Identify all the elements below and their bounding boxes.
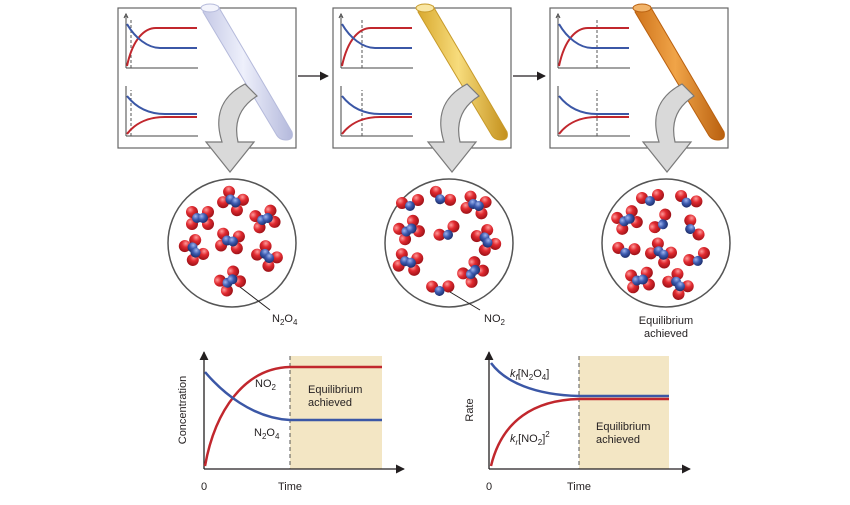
no2-molecule — [396, 194, 424, 211]
equilibrium-label-line1: Equilibrium — [596, 421, 650, 433]
n2o4-curve-label: N2O4 — [254, 427, 280, 441]
mini-graph-rate-1 — [125, 86, 198, 137]
forward-rate-label: kf[N2O4] — [510, 368, 549, 382]
no2-molecule — [429, 185, 457, 206]
molecule-view-initial: N2O4 — [167, 178, 298, 327]
n2o4-molecule — [217, 185, 249, 217]
n2o4-molecule — [460, 190, 492, 220]
no2-molecule — [684, 214, 705, 241]
reverse-rate-curve — [489, 397, 669, 467]
equilibrium-label-line2: achieved — [308, 397, 352, 409]
rate-graph: kf[N2O4] kr[NO2]2 Equilibrium achieved R… — [464, 351, 691, 493]
y-axis-label: Rate — [464, 398, 476, 421]
zoom-arrow-3 — [641, 83, 695, 173]
equilibrium-caption-line2: achieved — [644, 328, 688, 340]
molecule-view-mixed: NO2 — [384, 178, 514, 327]
n2o4-molecule — [393, 214, 425, 246]
n2o4-pointer — [239, 286, 271, 311]
test-tube-orange — [632, 3, 725, 141]
zoom-arrow-2 — [426, 83, 480, 173]
no2-curve — [203, 365, 382, 467]
concentration-graph: NO2 N2O4 Equilibrium achieved Concentrat… — [177, 351, 405, 493]
mini-graph-rate-2 — [340, 86, 413, 137]
n2o4-molecule — [625, 266, 655, 294]
no2-molecule — [683, 247, 710, 267]
no2-molecule — [675, 190, 703, 208]
n2o4-molecule — [611, 205, 643, 235]
n2o4-curve — [204, 371, 382, 422]
equilibrium-caption-line1: Equilibrium — [639, 315, 693, 327]
molecule-view-equilibrium: Equilibrium achieved — [601, 178, 731, 340]
equilibrium-label-line2: achieved — [596, 434, 640, 446]
origin-tick: 0 — [201, 481, 207, 493]
n2o4-molecule — [470, 224, 502, 256]
panel-initial — [117, 3, 297, 149]
no2-molecule — [636, 189, 664, 206]
equilibrium-label-line1: Equilibrium — [308, 384, 362, 396]
n2o4-molecule — [249, 204, 281, 234]
no2-pointer — [449, 291, 481, 311]
mini-graph-concentration-2 — [338, 12, 413, 69]
no2-label: NO2 — [484, 313, 506, 327]
n2o4-molecule — [645, 237, 677, 269]
test-tube-yellow — [415, 3, 508, 141]
mini-graph-rate-3 — [557, 86, 630, 137]
no2-molecule — [433, 220, 460, 241]
test-tube-colorless — [200, 3, 293, 141]
mini-graph-concentration-3 — [555, 12, 630, 69]
n2o4-molecule — [214, 265, 246, 297]
equilibrium-region — [579, 356, 669, 469]
equilibrium-region — [290, 356, 382, 469]
n2o4-molecule — [215, 227, 245, 255]
x-axis-label: Time — [278, 481, 302, 493]
y-axis-label: Concentration — [177, 376, 189, 445]
no2-molecule — [648, 208, 672, 234]
zoom-arrow-1 — [204, 83, 258, 173]
n2o4-molecule — [662, 268, 694, 300]
reverse-rate-label: kr[NO2]2 — [510, 430, 550, 447]
n2o4-molecules — [178, 185, 283, 297]
no2-molecule — [426, 280, 455, 296]
forward-rate-curve — [489, 362, 669, 398]
x-axis-label: Time — [567, 481, 591, 493]
n2o4-molecule — [178, 234, 210, 266]
no2-molecule — [612, 241, 641, 258]
panel-equilibrium — [549, 3, 729, 149]
n2o4-molecule — [392, 248, 424, 276]
n2o4-label: N2O4 — [272, 313, 298, 327]
n2o4-molecule — [251, 240, 283, 272]
n2o4-molecule — [457, 256, 489, 288]
panel-progress — [332, 3, 512, 149]
origin-tick: 0 — [486, 481, 492, 493]
mini-graph-concentration-1 — [123, 12, 198, 69]
no2-curve-label: NO2 — [255, 378, 277, 392]
n2o4-molecule — [186, 206, 214, 230]
